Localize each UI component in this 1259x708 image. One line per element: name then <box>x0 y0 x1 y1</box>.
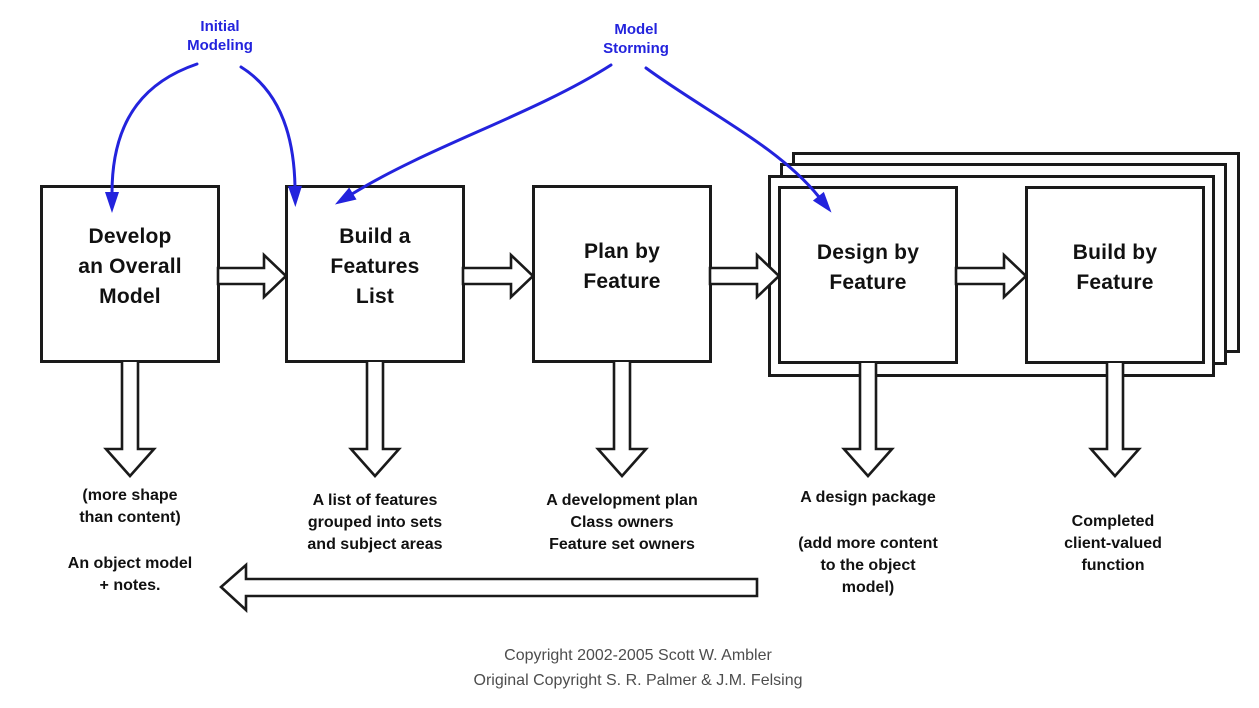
output-text-design-result: A design package <box>800 489 936 506</box>
output-arrow-icon-plan <box>595 362 649 478</box>
box-plan-by-feature: Plan by Feature <box>532 185 712 363</box>
annotation-arrow-icon-initial-modeling-to-box1 <box>105 62 199 213</box>
box-title: Build a Features List <box>330 225 420 308</box>
copyright-notice: Copyright 2002-2005 Scott W. Ambler Orig… <box>318 643 958 693</box>
flow-arrow-icon-1-to-2 <box>216 251 288 301</box>
box-design-by-feature: Design by Feature <box>778 186 958 364</box>
annotation-arrow-icon-initial-modeling-to-box2 <box>239 65 302 207</box>
box-develop-an-overall-model: Develop an Overall Model <box>40 185 220 363</box>
output-text-plan-result: A development plan Class owners Feature … <box>546 492 698 553</box>
box-build-by-feature: Build by Feature <box>1025 186 1205 364</box>
output-arrow-icon-design <box>841 363 895 478</box>
output-arrow-icon-features-list <box>348 362 402 478</box>
box-title: Design by Feature <box>816 241 920 294</box>
copyright-line-2: Original Copyright S. R. Palmer & J.M. F… <box>473 672 803 689</box>
output-text-features-list-result: A list of features grouped into sets and… <box>307 492 443 553</box>
output-text-build-result: Completed client-valued function <box>1064 513 1162 574</box>
output-text-develop-model-result: An object model + notes. <box>67 555 193 594</box>
flow-arrow-icon-2-to-3 <box>461 251 535 301</box>
output-text-develop-model-note: (more shape than content) <box>79 487 181 526</box>
box-title: Develop an Overall Model <box>78 225 182 308</box>
box-title: Plan by Feature <box>583 240 661 293</box>
output-arrow-icon-build <box>1088 363 1142 478</box>
annotation-arrow-icon-model-storming-to-box2 <box>334 63 613 205</box>
feedback-arrow-icon <box>219 562 759 613</box>
box-title: Build by Feature <box>1072 241 1158 294</box>
output-arrow-icon-develop-model <box>103 362 157 478</box>
output-text-design-note: (add more content to the object model) <box>798 535 938 596</box>
label-model-storming: Model Storming <box>603 21 669 57</box>
label-initial-modeling: Initial Modeling <box>187 18 253 54</box>
box-build-a-features-list: Build a Features List <box>285 185 465 363</box>
copyright-line-1: Copyright 2002-2005 Scott W. Ambler <box>504 647 772 664</box>
